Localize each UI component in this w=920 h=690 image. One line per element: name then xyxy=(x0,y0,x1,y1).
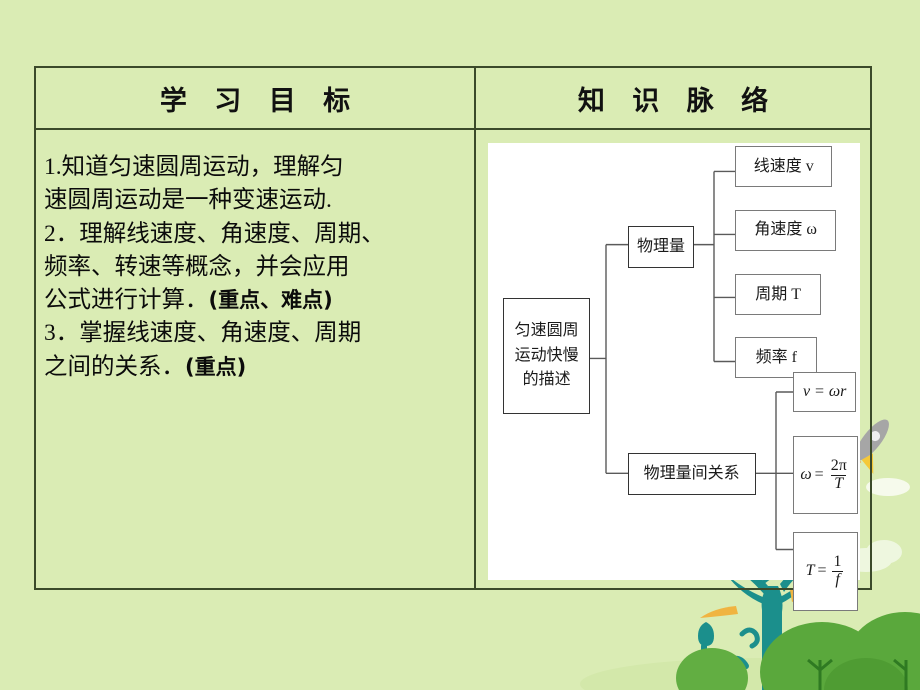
formula-omega-lhs: ω xyxy=(800,466,812,484)
page-title-knowledge: 知 识 脉 络 xyxy=(577,85,778,117)
node-quantity-relations: 物理量间关系 xyxy=(627,453,756,495)
content-table: 学 习 目 标 1.知道匀速圆周运动，理解匀 速圆周运动是一种变速运动. 2．理… xyxy=(34,66,872,611)
column-knowledge: 知 识 脉 络 xyxy=(476,68,870,611)
node-frequency: 频率 f xyxy=(735,337,818,379)
objective-line: 频率、转速等概念，并会应用 xyxy=(44,253,350,280)
cloud-icon xyxy=(866,478,910,496)
page-title-objectives: 学 习 目 标 xyxy=(159,85,360,117)
formula-omega-fraction: 2π T xyxy=(828,457,850,492)
header-cell-objectives: 学 习 目 标 xyxy=(36,68,474,130)
knowledge-diagram-wrap: 匀速圆周 运动快慢 的描述 物理量 线速度 v 角速度 ω 周期 T 频率 f … xyxy=(476,130,870,611)
node-formula-omega: ω = 2π T xyxy=(793,435,859,515)
node-formula-T: T = 1 f xyxy=(793,531,859,611)
node-root: 匀速圆周 运动快慢 的描述 xyxy=(502,298,591,414)
node-angular-speed: 角速度 ω xyxy=(735,209,836,251)
objective-line-text: 公式进行计算． xyxy=(44,287,209,313)
objective-line: 1.知道匀速圆周运动，理解匀 xyxy=(44,154,344,180)
objective-line: 2．理解线速度、角速度、周期、 xyxy=(44,220,385,247)
node-physical-quantities: 物理量 xyxy=(627,226,695,268)
formula-T-op: = xyxy=(817,562,827,580)
formula-omega-denominator: T xyxy=(831,474,847,492)
formula-T-denominator: f xyxy=(832,570,843,588)
objective-line-with-emphasis: 公式进行计算．(重点、难点) xyxy=(44,285,468,316)
emphasis-key-difficult: (重点、难点) xyxy=(208,288,333,312)
node-linear-speed: 线速度 v xyxy=(735,146,833,188)
objectives-body: 1.知道匀速圆周运动，理解匀 速圆周运动是一种变速运动. 2．理解线速度、角速度… xyxy=(36,130,474,588)
bushes-icon xyxy=(676,612,920,690)
formula-v-text: v = ωr xyxy=(802,383,847,401)
objective-line-with-emphasis: 之间的关系．(重点) xyxy=(44,352,468,383)
formula-T-lhs: T xyxy=(805,562,815,580)
node-period: 周期 T xyxy=(735,274,821,315)
objective-line-text: 之间的关系． xyxy=(44,353,185,380)
node-formula-v: v = ωr xyxy=(793,372,857,412)
formula-omega-op: = xyxy=(814,466,824,484)
formula-omega-numerator: 2π xyxy=(830,457,847,475)
header-cell-knowledge: 知 识 脉 络 xyxy=(476,68,870,130)
formula-T-fraction: 1 f xyxy=(831,554,845,588)
ground-shadow xyxy=(580,658,920,690)
formula-T-numerator: 1 xyxy=(833,553,842,571)
column-objectives: 学 习 目 标 1.知道匀速圆周运动，理解匀 速圆周运动是一种变速运动. 2．理… xyxy=(36,68,476,588)
objective-line: 速圆周运动是一种变速运动. xyxy=(44,187,332,214)
knowledge-diagram: 匀速圆周 运动快慢 的描述 物理量 线速度 v 角速度 ω 周期 T 频率 f … xyxy=(488,143,860,611)
diagram-connectors xyxy=(588,170,794,551)
emphasis-key: (重点) xyxy=(185,354,247,379)
objective-line: 3．掌握线速度、角速度、周期 xyxy=(44,320,362,347)
